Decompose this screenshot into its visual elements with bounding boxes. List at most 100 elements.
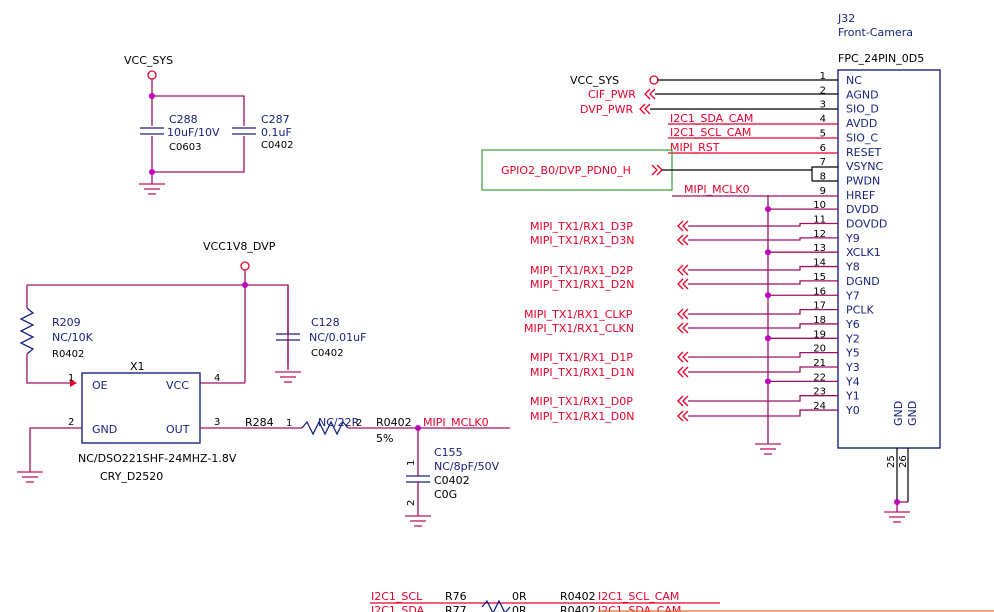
pin-number-15: 15 xyxy=(813,272,826,283)
c288-value: 10uF/10V xyxy=(167,126,220,139)
pin-number-22: 22 xyxy=(813,372,826,383)
mipi-wires xyxy=(677,220,838,422)
port-arrow xyxy=(682,351,689,363)
c287-package: C0402 xyxy=(261,140,293,151)
r284-ref: R284 xyxy=(245,416,274,429)
port-arrow xyxy=(682,308,689,320)
x1-ref: X1 xyxy=(130,360,145,373)
net-d2p-label: MIPI_TX1/RX1_D2P xyxy=(530,264,633,277)
r77-value: 0R xyxy=(512,604,527,612)
capacitor-c287[interactable] xyxy=(232,126,256,136)
pin-number-12: 12 xyxy=(813,229,826,240)
port-arrow xyxy=(682,220,689,232)
pin-name-22: Y4 xyxy=(845,375,860,388)
port-arrow xyxy=(677,308,684,320)
pin-number-21: 21 xyxy=(813,358,826,369)
pin-number-14: 14 xyxy=(813,258,826,269)
ground-symbol xyxy=(405,515,431,527)
port-arrow xyxy=(682,322,689,334)
power-port-vcc-sys xyxy=(649,75,659,85)
pin-name-9: HREF xyxy=(846,189,875,202)
junction-dot xyxy=(149,169,155,175)
port-arrow xyxy=(682,234,689,246)
pin-number-11: 11 xyxy=(813,215,826,226)
r284-pin1: 1 xyxy=(286,418,292,429)
net-vcc-sys-top-label: VCC_SYS xyxy=(124,54,173,67)
power-port-vcc1v8 xyxy=(240,261,250,271)
pin-name-11: DOVDD xyxy=(846,218,887,231)
pin-number-6: 6 xyxy=(820,143,826,154)
pin-number-16: 16 xyxy=(813,286,826,297)
port-arrow xyxy=(677,395,684,407)
x1-pin-vcc-name: VCC xyxy=(166,379,189,392)
gnd-pin-name-25: GND xyxy=(892,401,905,426)
net-i2c1-scl-label: I2C1_SCL xyxy=(371,590,423,603)
x1-part-number: NC/DSO221SHF-24MHZ-1.8V xyxy=(78,452,237,465)
r209-ref: R209 xyxy=(52,316,81,329)
pin-number-4: 4 xyxy=(820,114,826,125)
pin-number-19: 19 xyxy=(813,329,826,340)
pin-name-7: VSYNC xyxy=(846,160,883,173)
mipi-pin-wire xyxy=(688,237,838,241)
r209-package: R0402 xyxy=(52,349,84,360)
port-arrows-pwr xyxy=(639,88,656,115)
capacitor-c288[interactable] xyxy=(140,126,164,136)
net-d1p-label: MIPI_TX1/RX1_D1P xyxy=(530,351,633,364)
resistor-r209[interactable] xyxy=(19,307,35,355)
pin-number-2: 2 xyxy=(820,85,826,96)
port-arrow xyxy=(677,351,684,363)
pin-name-20: Y5 xyxy=(845,347,860,360)
pin-name-23: Y1 xyxy=(845,390,860,403)
oscillator-x1[interactable]: X1 OE VCC GND OUT 1 4 2 3 NC/DSO221SHF-2… xyxy=(68,360,237,483)
resistor-r284[interactable] xyxy=(301,420,349,436)
c128-ref: C128 xyxy=(311,316,340,329)
pin-number-1: 1 xyxy=(820,71,826,82)
port-arrow xyxy=(677,278,684,290)
junction-dot xyxy=(765,378,771,385)
gnd-pin-num-26: 26 xyxy=(898,455,909,468)
pin-number-23: 23 xyxy=(813,387,826,398)
net-dvp-pwr-label: DVP_PWR xyxy=(580,103,633,116)
x1-pin-out-num: 3 xyxy=(214,417,220,428)
pin-name-19: Y2 xyxy=(845,332,860,345)
connector-ref: J32 xyxy=(837,12,855,25)
x1-pin-oe-num: 1 xyxy=(68,373,74,384)
c128-value: NC/0.01uF xyxy=(309,331,366,344)
gnd-pin-num-25: 25 xyxy=(886,455,897,468)
port-arrow xyxy=(677,366,684,378)
net-i2c1-scl-cam-label: I2C1_SCL_CAM xyxy=(670,126,751,139)
net-d1n-label: MIPI_TX1/RX1_D1N xyxy=(530,366,634,379)
x1-pin-gnd-name: GND xyxy=(92,423,117,436)
net-d0n-label: MIPI_TX1/RX1_D0N xyxy=(530,410,634,423)
mipi-net-labels: MIPI_TX1/RX1_D3P MIPI_TX1/RX1_D3N MIPI_T… xyxy=(524,220,634,423)
connector-footprint: FPC_24PIN_0D5 xyxy=(838,52,924,65)
port-arrow xyxy=(677,264,684,276)
net-mipi-rst-label: MIPI_RST xyxy=(670,141,720,154)
pin-number-5: 5 xyxy=(820,128,826,139)
pin-number-13: 13 xyxy=(813,243,826,254)
port-arrow-gpio xyxy=(651,164,663,176)
power-port-vcc-sys-caps xyxy=(147,70,157,80)
wire-r209-bottom xyxy=(26,354,70,384)
c155-package: C0402 xyxy=(434,474,470,487)
connector-title: Front-Camera xyxy=(838,26,913,39)
x1-pin-vcc-num: 4 xyxy=(214,373,220,384)
resistor-r77[interactable] xyxy=(481,599,511,612)
c155-ref: C155 xyxy=(434,446,463,459)
r209-value: NC/10K xyxy=(52,331,94,344)
c287-ref: C287 xyxy=(261,113,290,126)
mipi-pin-wire xyxy=(688,351,838,358)
net-d3n-label: MIPI_TX1/RX1_D3N xyxy=(530,234,634,247)
capacitor-c155[interactable] xyxy=(406,475,430,483)
net-d3p-label: MIPI_TX1/RX1_D3P xyxy=(530,220,633,233)
net-i2c1-scl-cam-bottom-label: I2C1_SCL_CAM xyxy=(598,590,679,603)
mipi-pin-wire xyxy=(688,323,838,329)
mipi-pin-wire xyxy=(688,280,838,285)
mipi-pin-wire xyxy=(688,409,838,417)
c155-value: NC/8pF/50V xyxy=(434,460,500,473)
pin-name-6: RESET xyxy=(846,146,882,159)
r284-package: R0402 xyxy=(376,416,412,429)
r76-ref: R76 xyxy=(445,590,467,603)
